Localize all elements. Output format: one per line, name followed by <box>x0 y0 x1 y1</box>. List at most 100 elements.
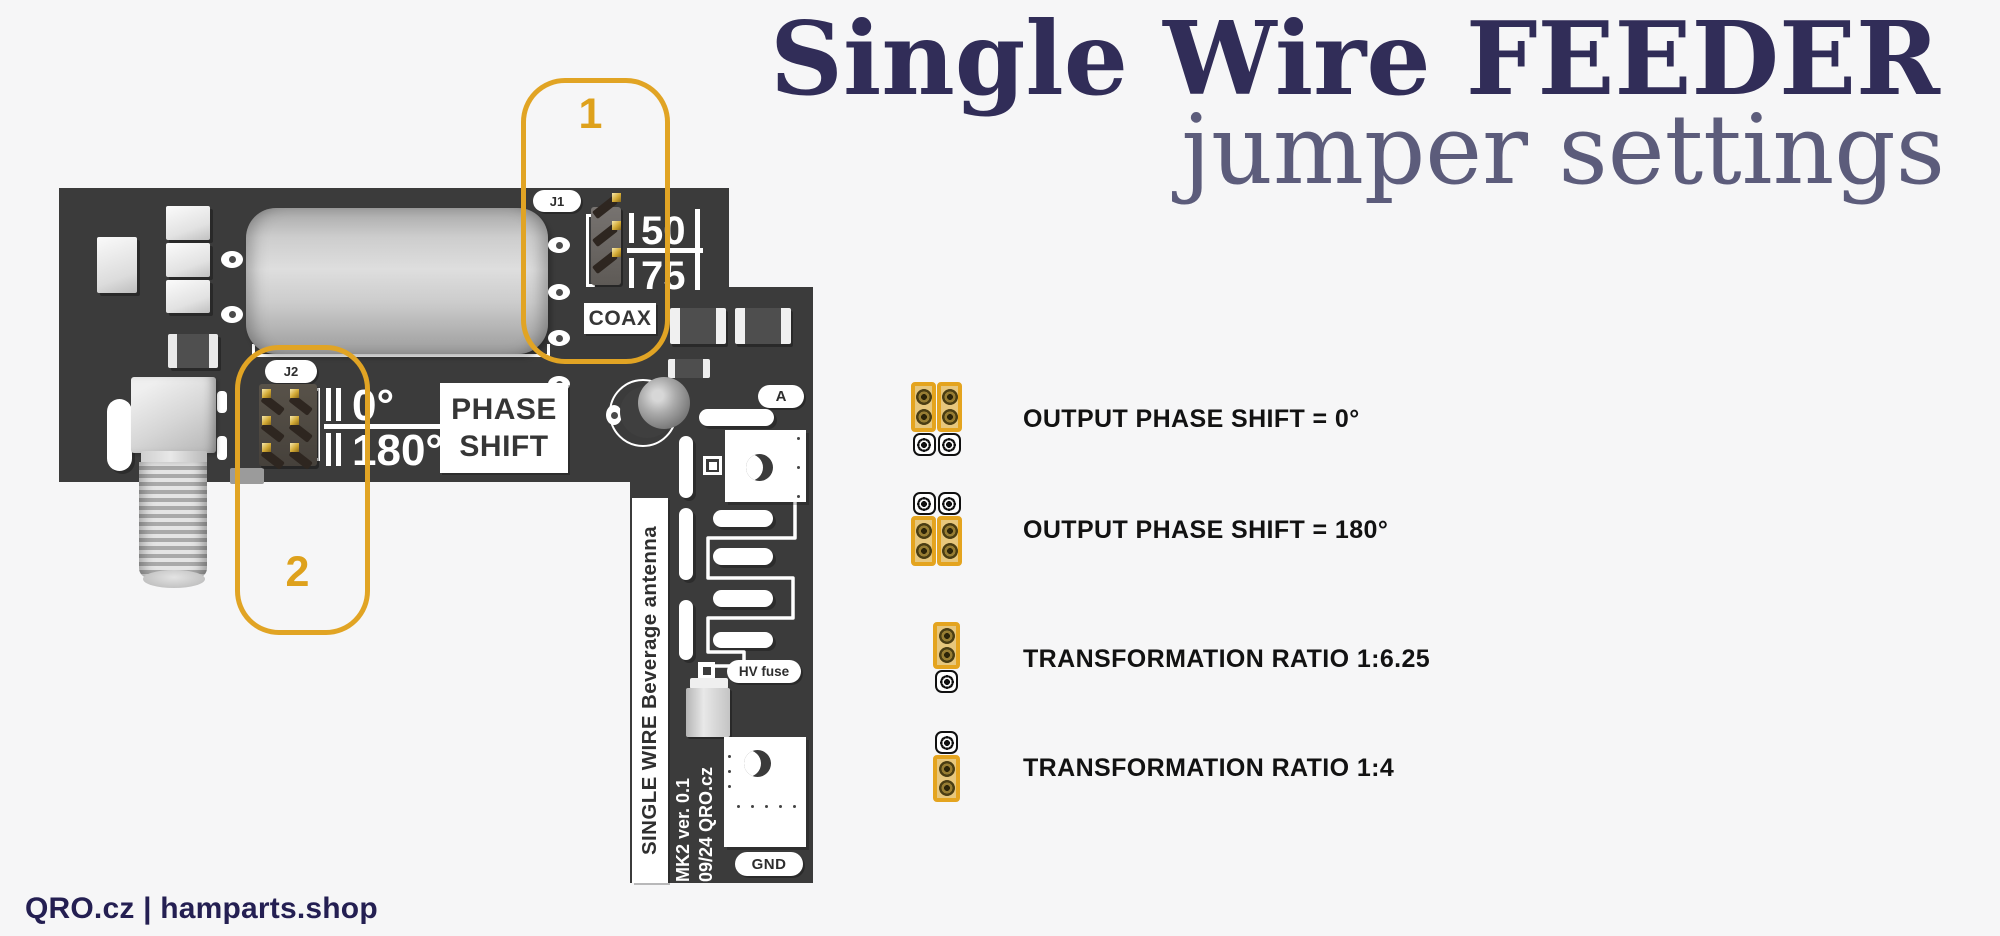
j2-pin-tip <box>290 389 299 398</box>
solder-pad <box>221 306 243 323</box>
solder-pad <box>548 284 570 300</box>
footer-brand: QRO.cz | hamparts.shop <box>25 892 378 925</box>
legend-icon-ratio-625 <box>933 622 960 693</box>
led-pad <box>606 405 622 425</box>
pad-center <box>708 461 717 470</box>
side-text-strip: SINGLE WIRE Beverage antenna <box>632 498 668 883</box>
page-subtitle: jumper settings <box>1181 94 1945 206</box>
pin-dot <box>751 805 754 808</box>
jumper-closed-icon <box>911 516 936 566</box>
sma-collar <box>141 451 207 464</box>
solder-pad <box>548 237 570 253</box>
open-pin-icon <box>935 731 958 754</box>
j2-pin-tip <box>290 416 299 425</box>
trace-slot <box>679 600 693 660</box>
j1-silkscreen <box>586 214 589 286</box>
fuse-pad-square <box>698 662 715 679</box>
smd-resistor-dark <box>168 334 218 368</box>
smd-capacitor <box>166 280 210 313</box>
j2-designator-text: J2 <box>283 364 299 379</box>
pin-dot <box>765 805 768 808</box>
hv-fuse-label-text: HV fuse <box>738 664 790 679</box>
callout-1-number: 1 <box>578 90 603 138</box>
trace-slot <box>713 510 773 527</box>
trace-slot <box>679 508 693 580</box>
j2-pin-tip <box>262 416 271 425</box>
pin-dot <box>779 805 782 808</box>
impedance-50-label: 50 <box>641 209 686 253</box>
sma-pad <box>217 391 227 413</box>
sma-thread <box>139 462 207 578</box>
open-pin-icon <box>937 433 961 456</box>
jumper-mark <box>326 388 331 421</box>
film-capacitor-small <box>668 359 710 378</box>
sma-pad <box>217 436 227 460</box>
jumper-closed-icon <box>933 755 960 802</box>
smd-capacitor <box>166 206 210 240</box>
callout-1-frame <box>521 78 670 364</box>
tick-mark <box>695 209 700 290</box>
led-dome <box>638 377 690 429</box>
jumper-closed-icon <box>937 382 962 432</box>
sma-silkscreen-slot <box>107 399 132 471</box>
moon-crescent <box>746 454 763 481</box>
gnd-label: GND <box>735 852 803 876</box>
j1-pin-tip <box>612 248 621 257</box>
jumper-mark <box>336 433 341 466</box>
brand-text: 09/24 QRO.cz <box>696 766 716 882</box>
callout-2-frame <box>235 345 370 635</box>
open-pin-icon <box>937 492 961 515</box>
j2-pin-tip <box>262 389 271 398</box>
sma-flange <box>131 377 216 453</box>
moon-hole <box>744 750 771 777</box>
solder-pad <box>221 251 243 268</box>
open-pin-icon <box>912 433 936 456</box>
sma-thread-end <box>143 570 205 588</box>
jumper-mark <box>336 388 341 421</box>
j2-pin-tip <box>290 443 299 452</box>
smd-capacitor <box>97 237 137 293</box>
j1-pin-tip <box>612 193 621 202</box>
divider-line <box>324 424 450 429</box>
trace-slot <box>679 436 693 498</box>
film-capacitor <box>670 308 726 344</box>
side-text: SINGLE WIRE Beverage antenna <box>638 525 661 856</box>
j1-designator: J1 <box>533 190 581 212</box>
transformer-cylinder <box>246 208 548 354</box>
j1-silkscreen <box>586 214 595 217</box>
open-pin-icon <box>935 670 958 693</box>
open-pin-icon <box>912 492 936 515</box>
gnd-label-text: GND <box>751 855 787 873</box>
jumper-closed-icon <box>937 516 962 566</box>
j1-pin-tip <box>612 221 621 230</box>
legend-label: OUTPUT PHASE SHIFT = 180° <box>1023 516 1389 544</box>
jumper-closed-icon <box>933 622 960 669</box>
silkscreen-outline <box>252 344 255 357</box>
pin-dot <box>737 805 740 808</box>
legend-label: TRANSFORMATION RATIO 1:6.25 <box>1023 645 1431 673</box>
version-text: MK2 ver. 0.1 <box>673 777 693 882</box>
deg0-label: 0° <box>352 381 395 430</box>
film-capacitor <box>735 308 791 344</box>
j1-designator-text: J1 <box>549 193 565 209</box>
j1-silkscreen <box>586 284 595 287</box>
hv-fuse-label: HV fuse <box>727 660 801 683</box>
legend-icon-phase-180 <box>911 492 962 566</box>
page-title: Single Wire FEEDER <box>770 0 1940 118</box>
pin-dot <box>728 755 731 758</box>
moon-crescent <box>744 750 761 777</box>
legend-icon-ratio-4 <box>933 731 960 802</box>
pin-dot <box>793 805 796 808</box>
fuse-pad-center <box>702 666 711 675</box>
jumper-mark <box>326 433 331 466</box>
legend-label: TRANSFORMATION RATIO 1:4 <box>1023 754 1395 782</box>
j2-pin-tip <box>262 443 271 452</box>
callout-2-number: 2 <box>285 548 310 596</box>
legend-icon-phase-0 <box>911 382 962 456</box>
tick-mark <box>629 213 634 243</box>
trace-slot <box>713 632 773 648</box>
phase-shift-word1: PHASE <box>451 392 557 426</box>
pin-dot <box>797 495 800 498</box>
